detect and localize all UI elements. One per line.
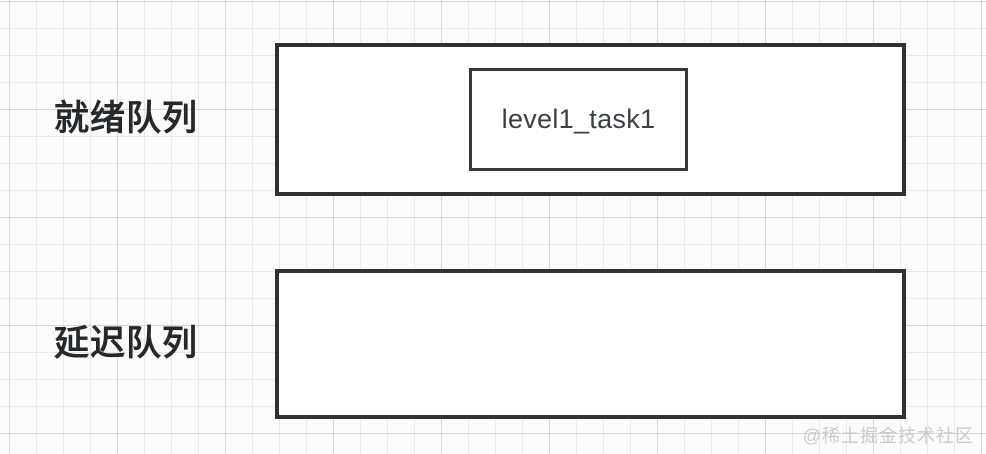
- row-label-delay-queue: 延迟队列: [54, 324, 199, 363]
- task-card-level1-task1[interactable]: level1_task1: [469, 68, 688, 171]
- row-label-ready-queue: 就绪队列: [54, 99, 199, 138]
- task-card-label: level1_task1: [501, 104, 656, 134]
- delay-queue-container: [275, 269, 906, 419]
- ready-queue-container: level1_task1: [275, 43, 906, 196]
- watermark: @稀土掘金技术社区: [802, 426, 974, 446]
